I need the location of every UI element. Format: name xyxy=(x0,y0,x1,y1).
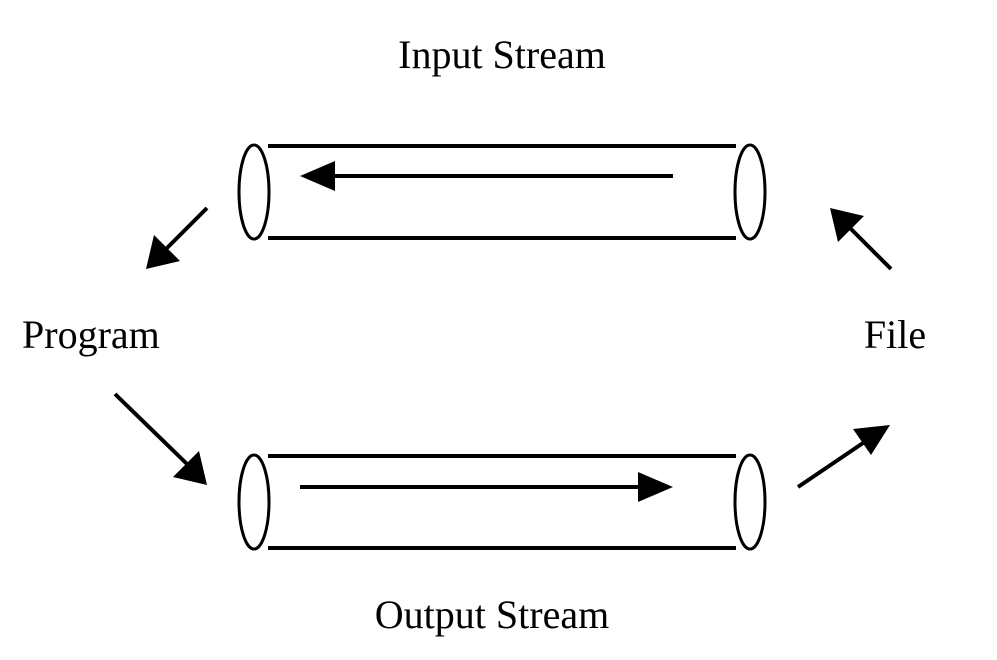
input-stream-pipe xyxy=(237,143,767,241)
arrow-input-to-program xyxy=(146,206,209,269)
output-pipe-left-end xyxy=(237,453,271,551)
input-pipe-left-end xyxy=(237,143,271,241)
file-label: File xyxy=(864,312,926,357)
input-pipe-right-end xyxy=(733,143,767,241)
input-flow-arrow xyxy=(300,161,673,191)
arrow-program-to-output xyxy=(113,392,207,485)
program-label: Program xyxy=(22,312,160,357)
arrow-output-to-file xyxy=(796,425,890,489)
output-pipe-right-end xyxy=(733,453,767,551)
output-stream-label: Output Stream xyxy=(375,592,609,637)
arrow-file-to-input xyxy=(830,208,893,271)
input-stream-label: Input Stream xyxy=(398,32,606,77)
output-flow-arrow xyxy=(300,472,673,502)
output-stream-pipe xyxy=(237,453,767,551)
